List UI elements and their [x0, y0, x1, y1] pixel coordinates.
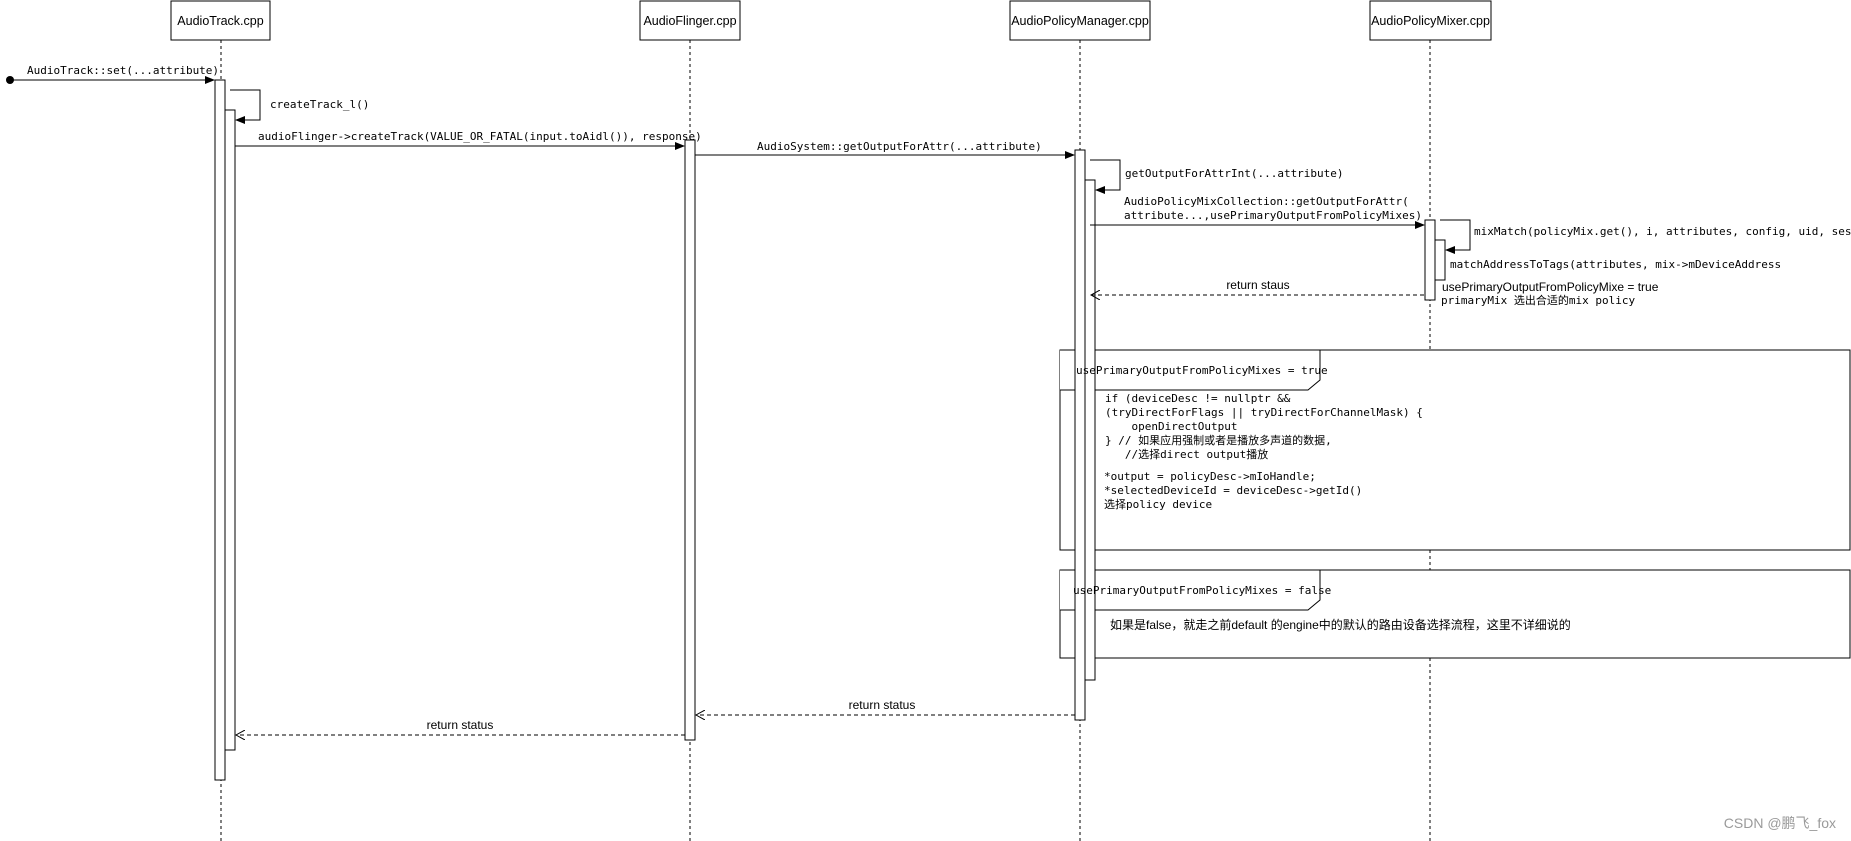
- watermark: CSDN @鹏飞_fox: [1724, 815, 1836, 831]
- activation-audiotrack-inner: [224, 109, 236, 751]
- message-set: AudioTrack::set(...attribute): [6, 64, 219, 84]
- message-label: getOutputForAttrInt(...attribute): [1125, 167, 1344, 180]
- fragment-false-label: usePrimaryOutputFromPolicyMixes = false: [1073, 584, 1331, 597]
- message-label: createTrack_l(): [270, 98, 369, 111]
- match-address-label: matchAddressToTags(attributes, mix->mDev…: [1450, 258, 1781, 271]
- activation-audiopolicymanager-outer: [1074, 149, 1086, 721]
- participant-audiopolicymanager: AudioPolicyManager.cpp: [1009, 0, 1151, 41]
- message-get-output-for-attr: AudioSystem::getOutputForAttr(...attribu…: [695, 140, 1075, 159]
- fragment-true-line: *selectedDeviceId = deviceDesc->getId(): [1104, 484, 1362, 497]
- participant-label: AudioTrack.cpp: [177, 14, 263, 28]
- message-label: audioFlinger->createTrack(VALUE_OR_FATAL…: [258, 130, 702, 143]
- fragment-true-line: } // 如果应用强制或者是播放多声道的数据,: [1105, 433, 1332, 447]
- fragment-true-line: *output = policyDesc->mIoHandle;: [1104, 470, 1316, 483]
- fragment-true-label: usePrimaryOutputFromPolicyMixes = true: [1076, 364, 1328, 377]
- message-label: return status: [849, 698, 916, 712]
- fragment-true-line: 选择policy device: [1104, 497, 1212, 511]
- activation-audioflinger: [684, 139, 696, 741]
- fragment-false: [1059, 569, 1851, 659]
- fragment-true: [1059, 349, 1851, 551]
- message-mix-collection: AudioPolicyMixCollection::getOutputForAt…: [1090, 195, 1425, 229]
- participant-audioflinger: AudioFlinger.cpp: [639, 0, 741, 41]
- message-create-track: audioFlinger->createTrack(VALUE_OR_FATAL…: [235, 130, 702, 150]
- participant-audiopolicymixer: AudioPolicyMixer.cpp: [1369, 0, 1492, 41]
- message-label: AudioSystem::getOutputForAttr(...attribu…: [757, 140, 1042, 153]
- participant-audiotrack: AudioTrack.cpp: [170, 0, 271, 41]
- message-label-line1: AudioPolicyMixCollection::getOutputForAt…: [1124, 195, 1409, 208]
- message-label: mixMatch(policyMix.get(), i, attributes,…: [1474, 225, 1851, 238]
- message-label-line2: attribute...,usePrimaryOutputFromPolicyM…: [1124, 209, 1422, 222]
- message-get-output-for-attr-int: getOutputForAttrInt(...attribute): [1090, 159, 1344, 194]
- participant-label: AudioPolicyManager.cpp: [1011, 14, 1149, 28]
- message-return-staus: return staus: [1091, 278, 1424, 295]
- message-label: AudioTrack::set(...attribute): [27, 64, 219, 77]
- message-label: return staus: [1226, 278, 1289, 292]
- participant-label: AudioFlinger.cpp: [643, 14, 736, 28]
- message-create-track-l: createTrack_l(): [230, 89, 369, 124]
- message-mix-match: mixMatch(policyMix.get(), i, attributes,…: [1440, 219, 1851, 254]
- fragment-true-line: openDirectOutput: [1105, 420, 1237, 433]
- note-line2: primaryMix 选出合适的mix policy: [1441, 293, 1635, 307]
- message-return-status-apm: return status: [696, 698, 1075, 715]
- activation-audiopolicymixer-outer: [1424, 219, 1436, 301]
- message-return-status-af: return status: [236, 718, 685, 735]
- note-line1: usePrimaryOutputFromPolicyMixe = true: [1442, 280, 1659, 294]
- message-label: return status: [427, 718, 494, 732]
- fragment-true-line: if (deviceDesc != nullptr &&: [1105, 392, 1291, 405]
- activation-audiotrack-outer: [214, 79, 226, 781]
- fragment-false-text: 如果是false，就走之前default 的engine中的默认的路由设备选择流…: [1110, 617, 1571, 632]
- activation-audiopolicymixer-inner: [1434, 239, 1446, 281]
- fragment-true-line: //选择direct output播放: [1105, 447, 1268, 461]
- participant-label: AudioPolicyMixer.cpp: [1371, 14, 1490, 28]
- fragment-true-line: (tryDirectForFlags || tryDirectForChanne…: [1105, 406, 1423, 419]
- activation-audiopolicymanager-inner: [1084, 179, 1096, 681]
